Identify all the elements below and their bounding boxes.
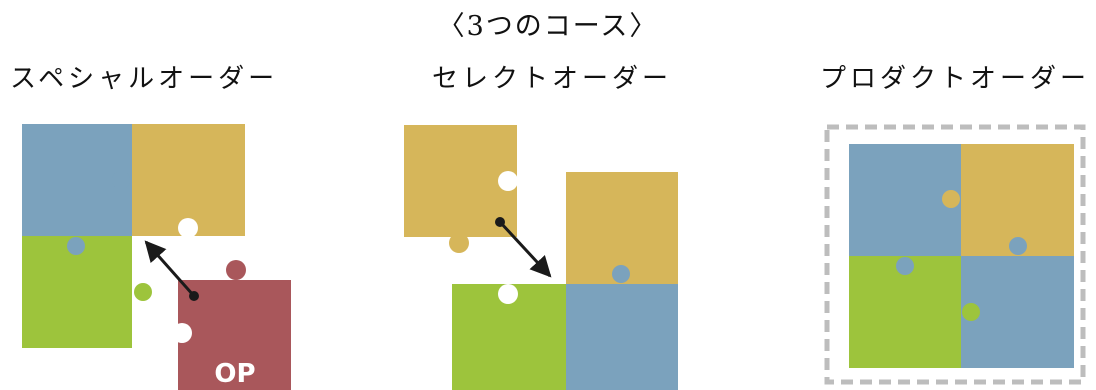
puzzle-tab xyxy=(612,265,630,283)
puzzle-tab xyxy=(567,329,585,347)
puzzle-tab xyxy=(1009,237,1027,255)
puzzle-tab xyxy=(226,260,246,280)
connector-arrow xyxy=(498,220,552,278)
option-op-label: OP xyxy=(214,359,255,389)
special-order-puzzle: OP xyxy=(22,124,291,390)
puzzle-slot xyxy=(498,171,518,191)
connector-arrow xyxy=(144,240,196,297)
course-label-select-order: セレクトオーダー xyxy=(432,64,673,94)
puzzle-slot xyxy=(546,216,566,236)
puzzle-tab xyxy=(134,283,152,301)
arrow-origin-dot xyxy=(495,217,505,227)
puzzle-tab xyxy=(449,233,469,253)
puzzle-tab xyxy=(896,257,914,275)
select-order-puzzle xyxy=(404,125,678,390)
dashed-frame xyxy=(824,124,1086,385)
diagram-title: 〈3つのコース〉 xyxy=(437,11,659,42)
course-label-product-order: プロダクトオーダー xyxy=(820,64,1091,94)
puzzle-piece-gold xyxy=(132,124,245,236)
puzzle-tab xyxy=(942,190,960,208)
puzzle-tab xyxy=(112,171,130,189)
puzzle-slot xyxy=(498,284,518,304)
course-label-special-order: スペシャルオーダー xyxy=(10,64,279,94)
arrow-origin-dot xyxy=(189,291,199,301)
puzzle-tab xyxy=(67,237,85,255)
puzzle-slot xyxy=(178,218,198,238)
puzzle-slot xyxy=(172,323,192,343)
puzzle-tab xyxy=(962,303,980,321)
product-order-puzzle xyxy=(824,124,1086,385)
